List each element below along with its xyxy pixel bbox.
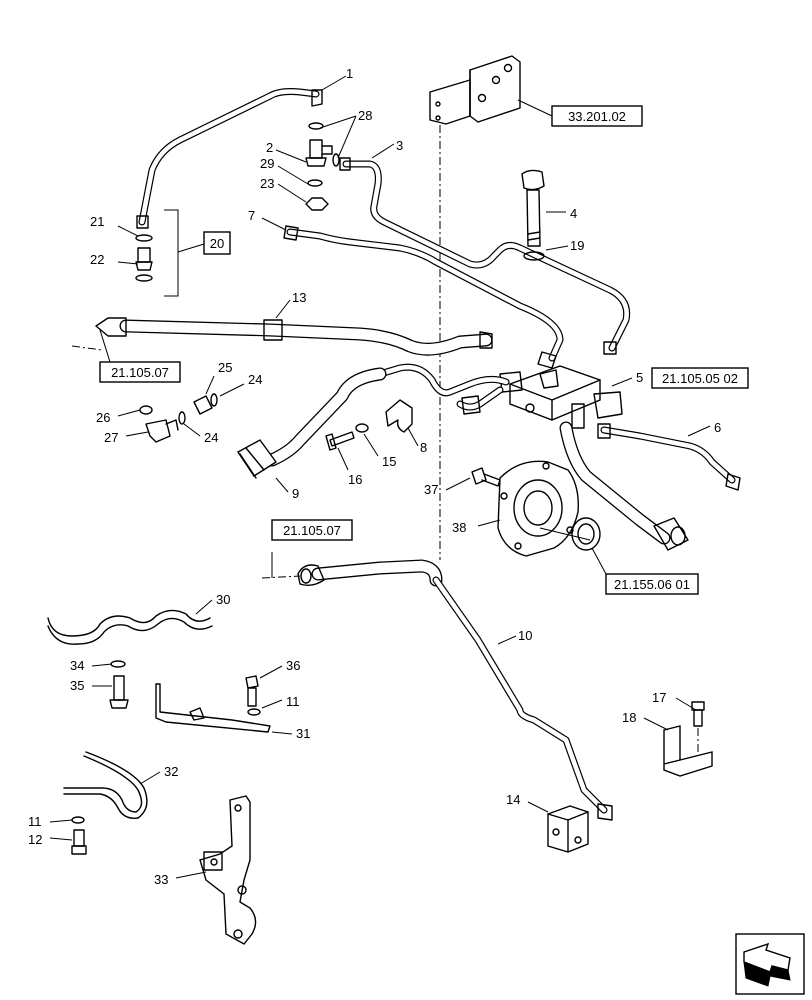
pipe-3 [339,157,631,355]
callout-24-a: 24 [248,372,262,387]
fitting-28-2-29-23 [305,122,340,211]
pipe-6 [597,423,741,491]
callout-34: 34 [70,658,84,673]
callout-7: 7 [248,208,255,223]
callout-28: 28 [358,108,372,123]
pipe-10 [297,559,613,821]
valve-block-5 [499,365,623,429]
washer-11-a [247,708,261,716]
washer-15 [355,423,369,433]
callout-32: 32 [164,764,178,779]
callout-12: 12 [28,832,42,847]
callout-25: 25 [218,360,232,375]
ref-box-21-105-05-02[interactable]: 21.105.05 02 [651,367,749,389]
ref-box-21-155-06-01[interactable]: 21.155.06 01 [605,573,699,595]
callout-31: 31 [296,726,310,741]
ref-box-33-201-02[interactable]: 33.201.02 [551,105,643,127]
clip-8 [385,399,413,433]
bracket-18 [663,725,713,777]
callout-17: 17 [652,690,666,705]
callout-22: 22 [90,252,104,267]
callout-16: 16 [348,472,362,487]
pipe-7 [283,225,564,369]
bracket-31 [155,683,271,733]
flange-38 [497,460,579,557]
hose-9 [236,367,387,479]
svg-text:20: 20 [210,236,224,251]
callout-9: 9 [292,486,299,501]
o-ring-26 [139,405,153,415]
callout-11-b: 11 [28,814,42,829]
ref-box-21-105-07-b[interactable]: 21.105.07 [271,519,353,541]
callout-15: 15 [382,454,396,469]
clamp-block-14 [547,805,589,853]
ref-box-21-105-07-a[interactable]: 21.105.07 [99,361,181,383]
hose-block-down [559,421,689,551]
callout-29: 29 [260,156,274,171]
callout-30: 30 [216,592,230,607]
svg-text:21.155.06 01: 21.155.06 01 [614,577,690,592]
seal-ring [571,517,601,551]
strap-30 [47,609,213,645]
callout-5: 5 [636,370,643,385]
callout-2: 2 [266,140,273,155]
callout-6: 6 [714,420,721,435]
callout-23: 23 [260,176,274,191]
callout-13: 13 [292,290,306,305]
ref-box-20[interactable]: 20 [203,231,231,255]
svg-text:33.201.02: 33.201.02 [568,109,626,124]
washer-34 [110,660,126,668]
washer-11-b [71,816,85,824]
mounting-bracket-top [429,55,521,125]
callout-35: 35 [70,678,84,693]
pipe-block-connector [376,363,510,415]
callout-37: 37 [424,482,438,497]
callout-18: 18 [622,710,636,725]
bracket-33 [199,795,257,945]
callout-38: 38 [452,520,466,535]
callout-4: 4 [570,206,577,221]
callout-11-a: 11 [286,694,300,709]
callout-27: 27 [104,430,118,445]
clamp-32 [63,751,148,819]
bolt-35 [109,675,129,709]
elbow-27 [145,411,186,443]
bolt-16 [325,431,355,451]
bolt-37 [471,467,501,487]
svg-text:21.105.07: 21.105.07 [283,523,341,538]
callout-10: 10 [518,628,532,643]
hose-13 [95,317,493,356]
callout-33: 33 [154,872,168,887]
callout-36: 36 [286,658,300,673]
bolt-36 [245,675,259,707]
callout-1: 1 [346,66,353,81]
fitting-25 [193,393,218,415]
navigation-arrow-icon[interactable] [735,933,805,995]
bolt-12 [71,829,87,855]
fitting-21-22 [135,234,153,282]
pipe-1 [136,88,323,229]
callout-26: 26 [96,410,110,425]
callout-24-b: 24 [204,430,218,445]
svg-text:21.105.05 02: 21.105.05 02 [662,371,738,386]
bolt-4 [521,169,545,261]
callout-14: 14 [506,792,520,807]
callout-8: 8 [420,440,427,455]
callout-3: 3 [396,138,403,153]
callout-21: 21 [90,214,104,229]
fitting-17 [691,701,705,727]
callout-19: 19 [570,238,584,253]
svg-text:21.105.07: 21.105.07 [111,365,169,380]
